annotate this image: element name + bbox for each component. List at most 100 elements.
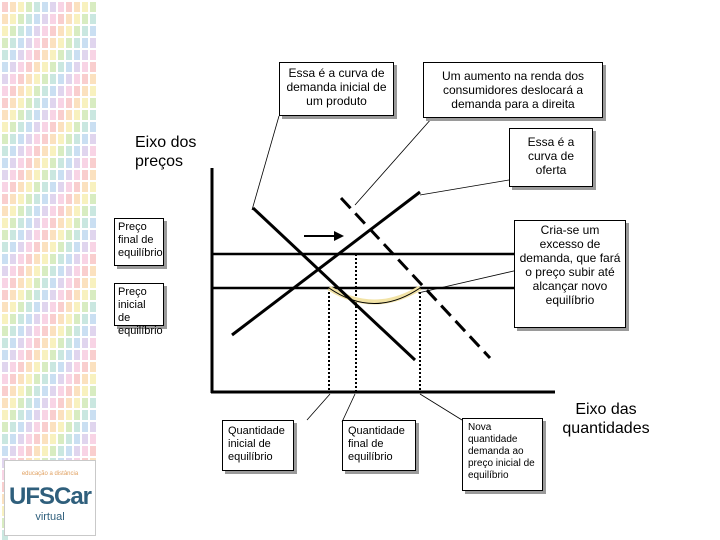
stripe-cell	[2, 2, 8, 12]
stripe-cell	[18, 242, 24, 252]
stripe-cell	[42, 242, 48, 252]
stripe-cell	[66, 242, 72, 252]
stripe-cell	[90, 218, 96, 228]
stripe-cell	[18, 422, 24, 432]
stripe-cell	[2, 266, 8, 276]
stripe-cell	[10, 2, 16, 12]
stripe-cell	[50, 50, 56, 60]
stripe-cell	[66, 446, 72, 456]
stripe-cell	[26, 314, 32, 324]
stripe-cell	[90, 374, 96, 384]
stripe-cell	[50, 302, 56, 312]
stripe-cell	[74, 242, 80, 252]
stripe-cell	[34, 38, 40, 48]
stripe-cell	[10, 170, 16, 180]
stripe-cell	[42, 362, 48, 372]
logo-sub: virtual	[35, 511, 65, 523]
stripe-cell	[42, 146, 48, 156]
stripe-cell	[66, 74, 72, 84]
stripe-cell	[10, 194, 16, 204]
stripe-cell	[18, 170, 24, 180]
stripe-cell	[42, 218, 48, 228]
callout-demanda-inicial-text: Essa é a curva de demanda inicial de um …	[286, 66, 387, 108]
stripe-cell	[2, 122, 8, 132]
stripe-cell	[66, 314, 72, 324]
stripe-cell	[10, 434, 16, 444]
stripe-cell	[90, 62, 96, 72]
new-demand-curve	[339, 196, 492, 360]
stripe-cell	[34, 122, 40, 132]
stripe-cell	[26, 98, 32, 108]
stripe-cell	[58, 50, 64, 60]
stripe-cell	[42, 314, 48, 324]
stripe-cell	[66, 350, 72, 360]
stripe-cell	[2, 290, 8, 300]
stripe-cell	[90, 326, 96, 336]
stripe-cell	[74, 170, 80, 180]
stripe-cell	[50, 422, 56, 432]
stripe-cell	[82, 230, 88, 240]
stripe-cell	[2, 410, 8, 420]
stripe-cell	[82, 290, 88, 300]
stripe-cell	[50, 182, 56, 192]
stripe-cell	[18, 38, 24, 48]
stripe-cell	[74, 2, 80, 12]
stripe-cell	[50, 98, 56, 108]
stripe-cell	[66, 398, 72, 408]
pointer-nova-qtd	[419, 393, 463, 421]
stripe-cell	[34, 398, 40, 408]
excess-demand-arc-outline	[328, 287, 421, 304]
stripe-cell	[34, 158, 40, 168]
stripe-cell	[58, 38, 64, 48]
pointer-oferta	[419, 179, 510, 196]
stripe-cell	[50, 230, 56, 240]
stripe-cell	[58, 434, 64, 444]
stripe-cell	[18, 314, 24, 324]
stripe-cell	[10, 314, 16, 324]
stripe-cell	[58, 254, 64, 264]
stripe-cell	[82, 98, 88, 108]
stripe-cell	[2, 74, 8, 84]
stripe-cell	[26, 350, 32, 360]
stripe-cell	[90, 158, 96, 168]
stripe-cell	[50, 362, 56, 372]
stripe-cell	[50, 410, 56, 420]
stripe-cell	[50, 254, 56, 264]
stripe-cell	[26, 362, 32, 372]
stripe-cell	[50, 398, 56, 408]
stripe-cell	[50, 146, 56, 156]
stripe-cell	[42, 422, 48, 432]
stripe-cell	[74, 194, 80, 204]
stripe-cell	[66, 98, 72, 108]
stripe-cell	[66, 86, 72, 96]
stripe-cell	[42, 302, 48, 312]
stripe-cell	[2, 386, 8, 396]
stripe-cell	[18, 374, 24, 384]
stripe-cell	[34, 374, 40, 384]
stripe-cell	[26, 290, 32, 300]
stripe-cell	[82, 74, 88, 84]
stripe-cell	[58, 266, 64, 276]
stripe-cell	[34, 218, 40, 228]
stripe-cell	[58, 26, 64, 36]
stripe-cell	[74, 26, 80, 36]
stripe-cell	[74, 146, 80, 156]
stripe-cell	[74, 62, 80, 72]
stripe-cell	[82, 38, 88, 48]
stripe-cell	[74, 122, 80, 132]
stripe-cell	[2, 218, 8, 228]
stripe-cell	[90, 398, 96, 408]
stripe-cell	[50, 434, 56, 444]
stripe-cell	[10, 290, 16, 300]
stripe-cell	[42, 98, 48, 108]
stripe-cell	[90, 110, 96, 120]
stripe-cell	[58, 14, 64, 24]
stripe-cell	[66, 362, 72, 372]
stripe-cell	[82, 278, 88, 288]
callout-preco-inicial: Preço inicial de equilíbrio	[114, 283, 164, 337]
stripe-cell	[26, 206, 32, 216]
stripe-cell	[34, 62, 40, 72]
stripe-cell	[10, 338, 16, 348]
stripe-cell	[42, 434, 48, 444]
